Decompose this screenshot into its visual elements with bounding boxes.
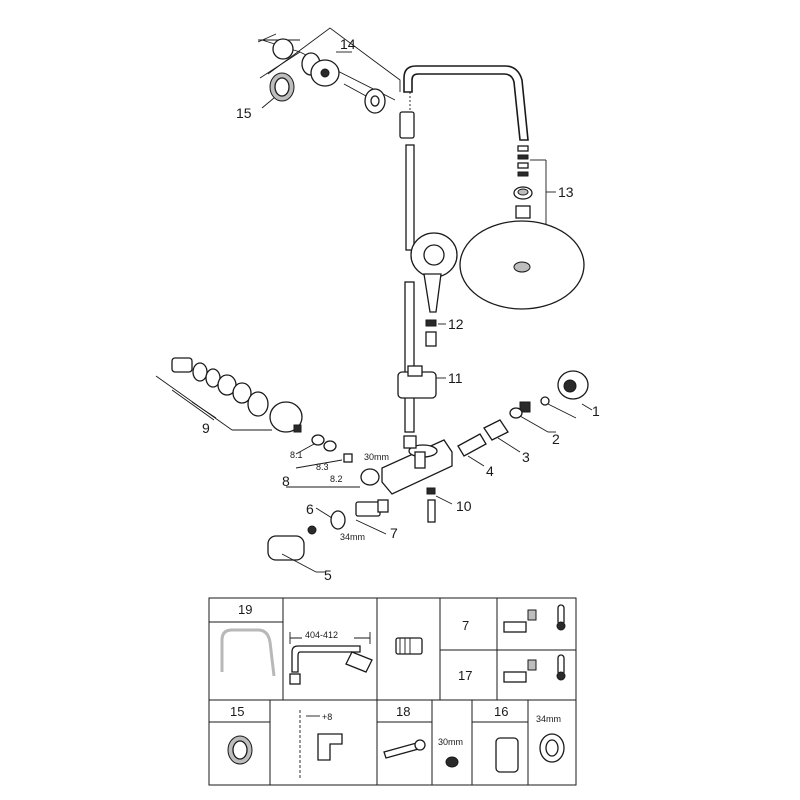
temperature-icon <box>503 604 566 683</box>
arm-reach-dimension: 404-412 <box>305 630 338 640</box>
callout-11: 11 <box>448 370 463 386</box>
table-part-16: 16 <box>494 704 508 719</box>
hand-shower-assembly: 12 <box>410 232 464 347</box>
connector-icon <box>395 637 423 655</box>
riser-clamp-icon <box>399 111 415 139</box>
table-part-7: 7 <box>462 618 469 633</box>
callout-2: 2 <box>552 431 560 447</box>
replacement-arm-icon <box>220 628 276 677</box>
wall-bracket-icon <box>317 733 343 761</box>
underside-connector: 10 <box>426 487 472 523</box>
callout-1: 1 <box>592 403 600 419</box>
callout-12: 12 <box>448 316 464 332</box>
sleeve-icon <box>495 737 519 773</box>
callout-4: 4 <box>486 463 494 479</box>
table-part-19: 19 <box>238 602 252 617</box>
callout-8-1: 8.1 <box>290 450 303 460</box>
callout-8: 8 <box>282 473 290 489</box>
callout-5: 5 <box>324 567 332 583</box>
callout-3: 3 <box>522 449 530 465</box>
wrench-size: 30mm <box>438 737 463 747</box>
dim-30mm: 30mm <box>364 452 389 462</box>
cartridge-icon <box>457 433 487 457</box>
shower-riser <box>399 65 529 433</box>
callout-6: 6 <box>306 501 314 517</box>
wall-bracket-assembly: 14 15 <box>236 27 401 121</box>
head-shower-side-icon <box>345 651 373 673</box>
shower-arm-icon <box>403 65 529 141</box>
right-cartridge-assembly: 1 2 3 4 <box>457 370 600 479</box>
callout-8-2: 8.2 <box>330 474 343 484</box>
table-part-15: 15 <box>230 704 244 719</box>
slider-assembly: 11 <box>397 365 463 399</box>
table-part-17: 17 <box>458 668 472 683</box>
thermostat-mixer <box>381 435 453 495</box>
left-connection-parts: 9 8.1 8.3 8.2 30mm 8 <box>155 357 389 489</box>
callout-10: 10 <box>456 498 472 514</box>
bracket-plate-icon <box>272 38 294 60</box>
callout-8-3: 8.3 <box>316 462 329 472</box>
wall-cover-icon <box>267 535 305 561</box>
table-part-18: 18 <box>396 704 410 719</box>
lower-connection-parts: 6 7 34mm 5 <box>267 499 398 583</box>
callout-15: 15 <box>236 105 252 121</box>
callout-7: 7 <box>390 525 398 541</box>
accessory-table: 19 404-412 7 17 15 <box>208 597 577 786</box>
dim-34mm: 34mm <box>340 532 365 542</box>
callout-14: 14 <box>340 36 356 52</box>
lower-riser-pipe-icon <box>404 281 415 433</box>
upper-riser-pipe-icon <box>405 144 415 251</box>
head-shower-assembly: 13 <box>459 145 585 310</box>
offset-dimension: +8 <box>322 712 332 722</box>
callout-9: 9 <box>202 420 210 436</box>
callout-13: 13 <box>558 184 574 200</box>
ring-size: 34mm <box>536 714 561 724</box>
